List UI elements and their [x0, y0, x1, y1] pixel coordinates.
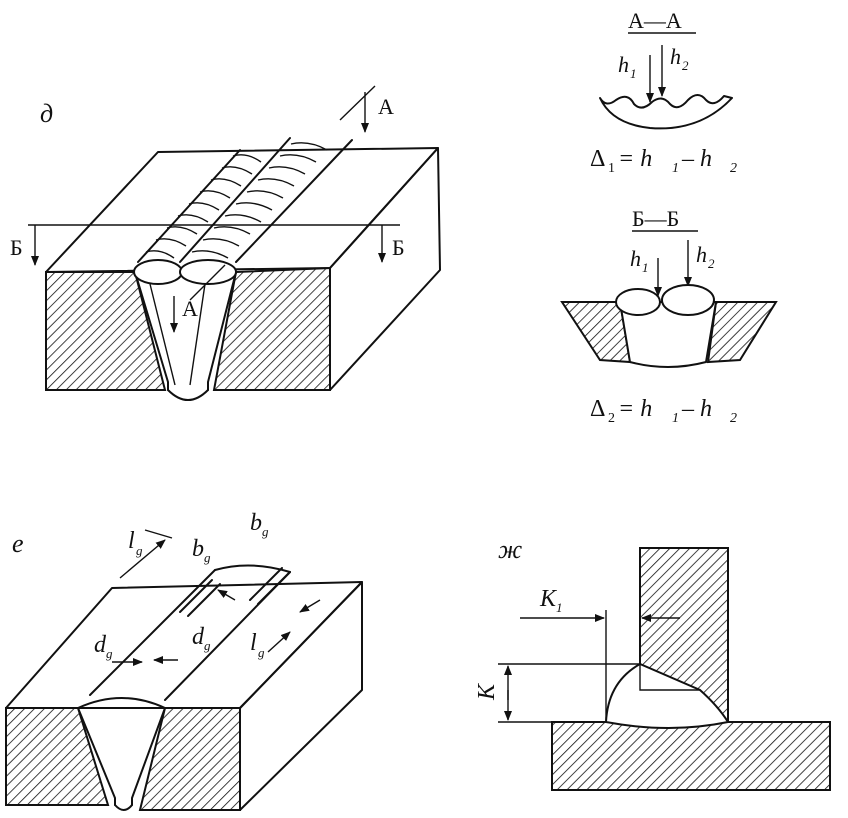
svg-text:g: g [136, 543, 143, 558]
svg-text:Δ: Δ [590, 396, 605, 422]
svg-text:1: 1 [642, 260, 649, 275]
label-b-right: Б [392, 235, 405, 260]
panel-letter-d: д [40, 99, 53, 128]
plate-front-right-e [138, 707, 241, 811]
plate-right-bb [706, 301, 778, 364]
bead-left-bb [615, 288, 661, 316]
fillet-weld [604, 662, 730, 729]
svg-text:1: 1 [672, 161, 679, 176]
svg-text:g: g [258, 645, 265, 660]
svg-text:2: 2 [730, 411, 737, 426]
panel-zh: ж K 1 K [474, 535, 831, 791]
section-bb: Б—Б h 1 h 2 Δ 2 = h 1 – h 2 [560, 206, 778, 426]
plate-top-face [45, 147, 439, 273]
plate-front-right [212, 266, 331, 391]
weld-bead-left [133, 259, 183, 285]
svg-text:– h: – h [681, 146, 712, 172]
svg-text:h: h [630, 246, 641, 271]
svg-text:= h: = h [618, 396, 652, 422]
svg-text:g: g [204, 638, 211, 653]
svg-text:b: b [250, 510, 262, 536]
svg-text:g: g [262, 524, 269, 539]
panel-letter-e: е [12, 529, 24, 558]
weld-ripples [137, 137, 353, 263]
plate-left-bb [560, 301, 632, 364]
undercut-mark-right [249, 567, 291, 605]
svg-text:d: d [94, 632, 107, 658]
panel-d: д А А Б Б [10, 85, 441, 401]
section-bb-title: Б—Б [632, 206, 679, 231]
svg-text:g: g [106, 646, 113, 661]
svg-text:1: 1 [556, 600, 563, 615]
svg-text:g: g [204, 550, 211, 565]
cap-bead-e [77, 697, 166, 709]
undercut-mark-left [179, 579, 221, 617]
ripple-profile [599, 94, 733, 130]
svg-text:1: 1 [630, 66, 637, 81]
svg-text:1: 1 [672, 411, 679, 426]
base-plate [551, 721, 831, 791]
svg-text:2: 2 [730, 161, 737, 176]
svg-text:– h: – h [681, 396, 712, 422]
section-aa: А—А h 1 h 2 Δ 1 = h 1 – h 2 [590, 8, 737, 176]
svg-text:h: h [618, 52, 629, 77]
svg-text:2: 2 [708, 256, 715, 271]
weld-bead-right [179, 259, 237, 285]
bead-right-bb [661, 284, 715, 316]
svg-text:K: K [539, 586, 558, 612]
section-aa-title: А—А [628, 8, 682, 33]
label-a-top: А [378, 94, 394, 119]
svg-text:b: b [192, 536, 204, 562]
svg-text:K: K [474, 682, 500, 701]
plate-front-left [45, 271, 167, 391]
label-b-left: Б [10, 235, 23, 260]
svg-text:2: 2 [682, 58, 689, 73]
svg-text:1: 1 [608, 161, 615, 176]
weld-body-bb [618, 301, 718, 368]
svg-text:h: h [670, 44, 681, 69]
svg-text:l: l [250, 630, 257, 656]
panel-letter-zh: ж [498, 535, 522, 564]
svg-text:l: l [128, 528, 135, 554]
root-bead [167, 389, 209, 401]
section-line-a [189, 85, 376, 301]
svg-text:= h: = h [618, 146, 652, 172]
svg-text:h: h [696, 242, 707, 267]
plate-side-e [239, 581, 363, 811]
panel-e: е l g b g b g d g d g l g [5, 510, 363, 811]
svg-text:d: d [192, 624, 205, 650]
plate-side-face [329, 147, 441, 391]
svg-text:2: 2 [608, 411, 615, 426]
label-a-bottom: А [182, 296, 198, 321]
plate-front-left-e [5, 707, 110, 806]
svg-text:Δ: Δ [590, 146, 605, 172]
